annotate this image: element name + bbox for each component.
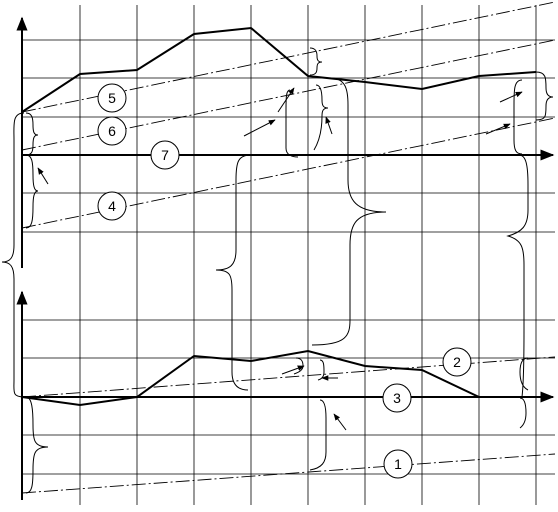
brace-right-small [513, 79, 523, 155]
arrow-6 [485, 123, 511, 135]
brace-center-tall [215, 154, 252, 391]
line-2 [21, 356, 556, 398]
label-6: 6 [97, 116, 127, 146]
brace-center-right-tall [311, 77, 387, 346]
label-1: 1 [383, 449, 413, 479]
label-7: 7 [150, 140, 180, 170]
label-3-text: 3 [393, 390, 401, 406]
label-4-text: 4 [108, 198, 116, 214]
arrow-1 [37, 167, 49, 185]
brace-left-mid [25, 154, 39, 229]
bottom-curve [21, 349, 536, 407]
brace-mid-small-a [285, 89, 299, 158]
brace-top-mid [309, 47, 323, 76]
arrow-7 [281, 365, 305, 375]
brace-right-bottom-a [519, 357, 529, 391]
label-4: 4 [97, 191, 127, 221]
brace-bottom-under [309, 399, 327, 471]
brace-left-large [1, 112, 25, 398]
brace-left-top-small [25, 112, 39, 156]
brace-bottom-mid-b [317, 359, 325, 381]
dash-dot-lines [21, 1, 556, 494]
line-1 [21, 453, 556, 494]
braces [1, 47, 554, 494]
top-curve [21, 26, 537, 113]
brace-left-bottom [25, 396, 49, 494]
label-1-text: 1 [394, 456, 402, 472]
arrow-2 [243, 119, 276, 137]
label-3: 3 [382, 383, 412, 413]
arrow-3 [277, 87, 295, 113]
brace-bottom-mid-a [293, 357, 304, 375]
label-2: 2 [442, 347, 472, 377]
label-2-text: 2 [453, 354, 461, 370]
grid [22, 5, 555, 505]
arrow-9 [333, 413, 347, 431]
arrows [37, 87, 523, 431]
label-5: 5 [97, 83, 127, 113]
arrow-5 [499, 91, 523, 103]
label-6-text: 6 [108, 123, 116, 139]
label-7-text: 7 [161, 147, 169, 163]
axes [16, 16, 555, 500]
brace-right-bottom-b [519, 397, 527, 429]
brace-right-large [506, 154, 529, 398]
brace-mid-small-b [313, 84, 329, 151]
brace-right-top [535, 71, 554, 121]
label-5-text: 5 [108, 90, 116, 106]
arrow-4 [325, 116, 333, 135]
